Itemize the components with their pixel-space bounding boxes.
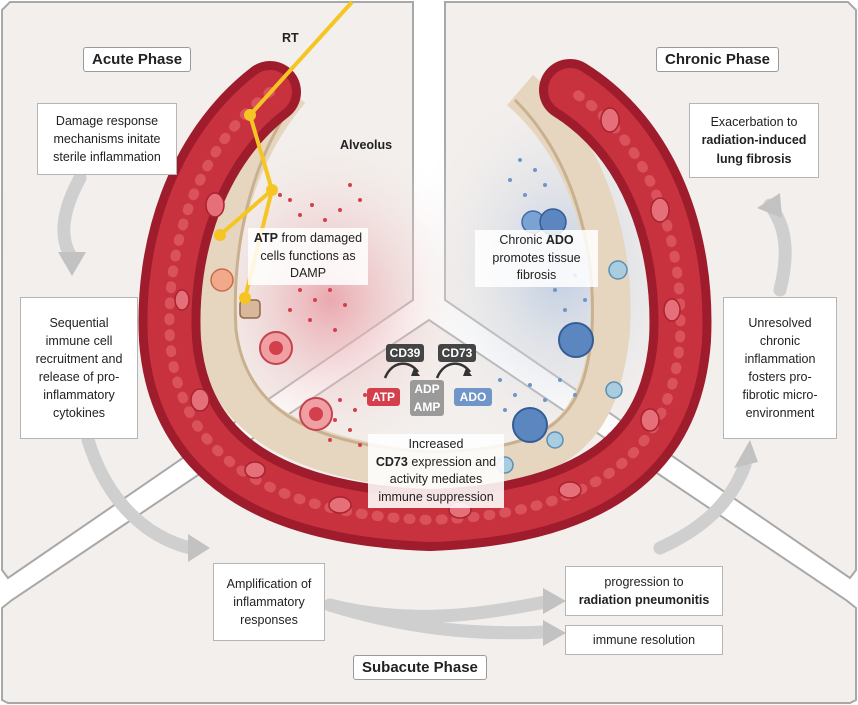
subacute-box-resolution: immune resolution	[565, 625, 723, 655]
chronic-ado-rest: promotes tissue fibrosis	[492, 250, 581, 283]
cd73-enzyme-label: CD73	[438, 344, 476, 362]
pathway-arrows	[383, 362, 472, 379]
cd39-enzyme-label: CD39	[386, 344, 424, 362]
cd73-suppression-bold: CD73	[375, 454, 408, 469]
adp-molecule-label: ADP	[410, 380, 444, 398]
atp-damp-rest: from damaged cells functions as DAMP	[260, 231, 363, 280]
radiation-impact-stars	[214, 109, 278, 304]
chronic-box-unresolved: Unresolved chronic inflammation fosters …	[723, 297, 837, 439]
chronic-box-fibrosis-bold: radiation-induced lung fibrosis	[701, 133, 807, 166]
immune-cells	[210, 208, 628, 474]
atp-damp-label: ATP from damaged cells functions as DAMP	[248, 228, 368, 285]
subacute-box-pneumonitis-line1: progression to	[604, 574, 684, 589]
chronic-box-fibrosis-line1: Exacerbation to	[710, 115, 798, 130]
atp-molecule-label: ATP	[367, 388, 400, 406]
chronic-phase-title: Chronic Phase	[656, 47, 780, 72]
acute-phase-title: Acute Phase	[83, 47, 192, 72]
atp-damp-bold: ATP	[253, 231, 278, 245]
chronic-ado-bold: ADO	[545, 233, 574, 247]
subacute-phase-title: Subacute Phase	[353, 655, 487, 680]
subacute-box-pneumonitis-bold: radiation pneumonitis	[578, 593, 710, 607]
chronic-box-fibrosis: Exacerbation to radiation-induced lung f…	[689, 103, 819, 178]
alveolus-label: Alveolus	[340, 138, 393, 152]
chronic-ado-pre: Chronic	[499, 233, 546, 247]
subacute-box-resolution-text: immune resolution	[592, 632, 696, 647]
ado-molecule-label: ADO	[454, 388, 492, 406]
chronic-box-unresolved-text: Unresolved chronic inflammation fosters …	[742, 315, 818, 421]
cd73-suppression-rest: expression and activity mediates immune …	[378, 454, 497, 504]
rt-label: RT	[282, 31, 299, 45]
acute-box-damage-response: Damage response mechanisms initate steri…	[37, 103, 177, 175]
acute-box-immune-recruitment-text: Sequential immune cell recruitment and r…	[35, 315, 123, 421]
amp-molecule-label: AMP	[410, 398, 444, 416]
subacute-box-amplification-text: Amplification of inflammatory responses	[226, 576, 312, 628]
subacute-box-amplification: Amplification of inflammatory responses	[213, 563, 325, 641]
chronic-ado-label: Chronic ADO promotes tissue fibrosis	[475, 230, 598, 287]
cd73-suppression-label: Increased CD73 expression and activity m…	[368, 434, 504, 508]
subacute-box-pneumonitis: progression to radiation pneumonitis	[565, 566, 723, 616]
acute-box-damage-response-text: Damage response mechanisms initate steri…	[53, 113, 161, 165]
cd73-suppression-pre: Increased	[408, 437, 464, 451]
acute-box-immune-recruitment: Sequential immune cell recruitment and r…	[20, 297, 138, 439]
